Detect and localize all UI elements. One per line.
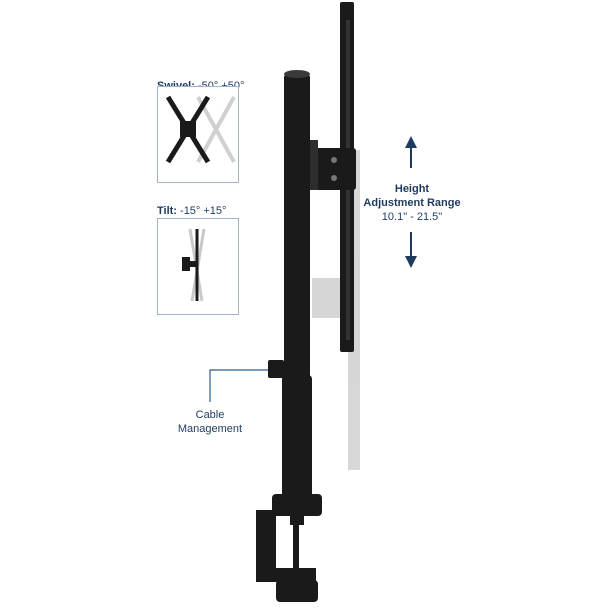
cable-label-line2: Management: [177, 423, 243, 435]
tilt-diagram-icon: [182, 228, 206, 302]
desk-clamp: [256, 494, 322, 602]
cable-clip: [268, 360, 284, 378]
mount-pole-upper: [284, 72, 310, 382]
cable-label: Cable Management: [168, 408, 252, 436]
swivel-inset: [157, 86, 239, 183]
height-label-line2: Adjustment Range: [363, 197, 461, 209]
tilt-bracket: [314, 148, 356, 190]
swivel-diagram-icon: [165, 95, 236, 164]
height-range: 10.1" - 21.5": [381, 211, 443, 223]
height-label: Height Adjustment Range 10.1" - 21.5": [362, 182, 462, 224]
cable-label-line1: Cable: [195, 409, 225, 421]
cable-callout-line: [209, 369, 268, 402]
tilt-label: Tilt: -15° +15°: [157, 205, 227, 217]
height-arrow: [405, 136, 417, 268]
tilt-inset: [157, 218, 239, 315]
mount-pole-lower: [282, 375, 312, 505]
height-label-line1: Height: [394, 183, 430, 195]
tilt-range: -15° +15°: [180, 205, 227, 217]
